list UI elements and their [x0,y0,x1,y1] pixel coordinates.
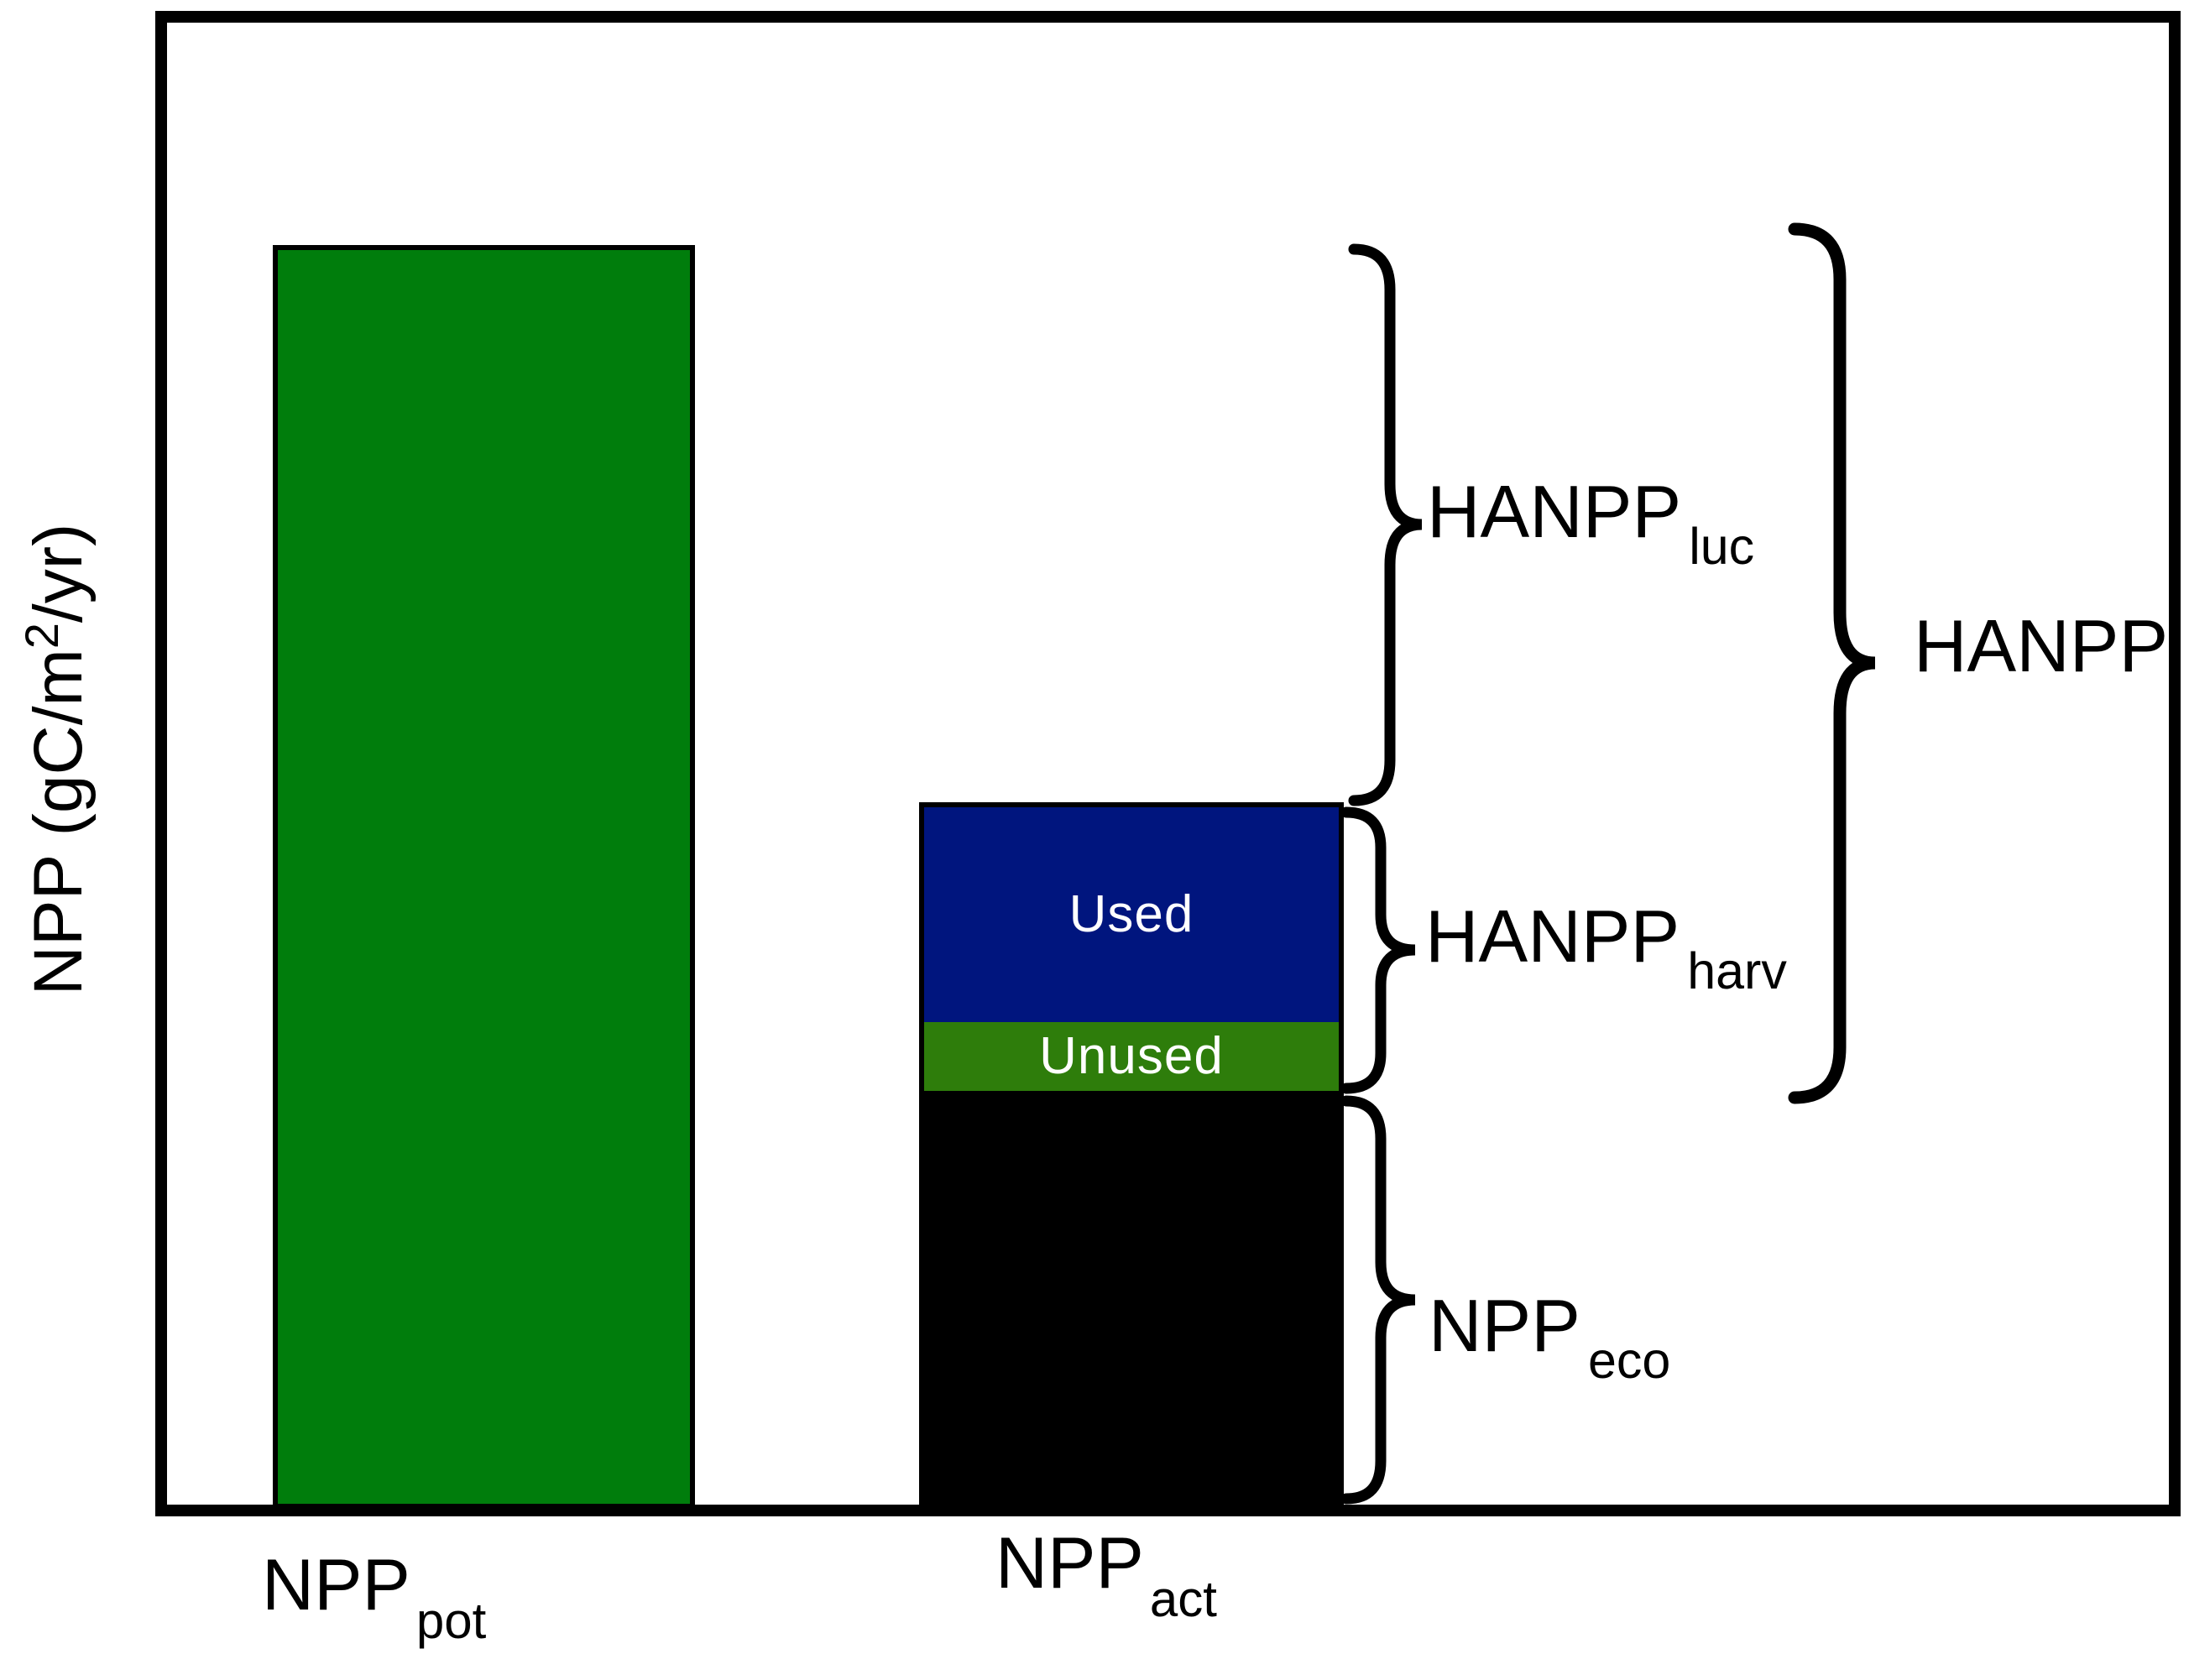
y-axis-label-pre: NPP (gC/m [20,649,97,996]
x-label-npp-act-main: NPP [995,1523,1144,1604]
y-axis-label-post: /yr) [20,523,97,623]
brace-npp-eco [1340,1095,1416,1505]
brace-hanpp-harv [1340,806,1416,1094]
annotation-hanpp: HANPP [1914,609,2168,683]
brace-hanpp [1788,222,1876,1104]
x-label-npp-act-sub: act [1149,1571,1217,1627]
annotation-hanpp-harv-sub: harv [1687,942,1787,999]
segment-npp-eco [924,1091,1339,1504]
segment-unused-label: Unused [1039,1027,1224,1085]
y-axis-label: NPP (gC/m2/yr) [15,524,97,996]
annotation-hanpp-luc-sub: luc [1689,518,1755,575]
annotation-npp-eco-sub: eco [1587,1332,1671,1389]
annotation-hanpp-harv-main: HANPP [1425,895,1680,978]
bar-npp-act: Used Unused [919,802,1344,1509]
bar-npp-pot [273,245,695,1509]
annotation-hanpp-main: HANPP [1914,604,2169,687]
brace-hanpp-luc [1348,243,1423,806]
x-label-npp-pot-main: NPP [262,1545,410,1625]
annotation-npp-eco-main: NPP [1429,1284,1580,1367]
y-axis-label-superscript: 2 [15,623,68,650]
segment-used-label: Used [1068,885,1194,943]
segment-unused: Unused [924,1022,1339,1091]
segment-used: Used [924,807,1339,1022]
annotation-hanpp-luc-main: HANPP [1427,470,1682,553]
x-label-npp-pot-sub: pot [415,1593,487,1649]
